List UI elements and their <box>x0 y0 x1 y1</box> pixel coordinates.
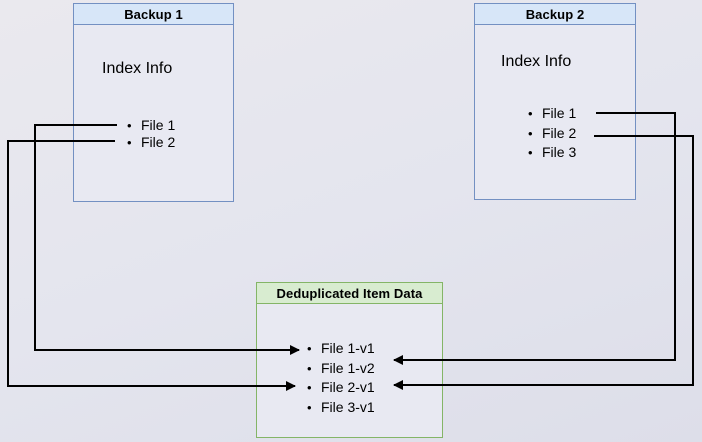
backup2-file-item: File 3 <box>528 143 576 163</box>
deduplicated-item-data-box: Deduplicated Item Data File 1-v1File 1-v… <box>256 282 443 438</box>
backup1-file-item: File 2 <box>127 134 175 151</box>
backup1-box: Backup 1 Index Info File 1File 2 <box>73 3 234 202</box>
backup2-file-item: File 2 <box>528 124 576 144</box>
dedup-item: File 3-v1 <box>307 398 375 418</box>
backup1-title: Backup 1 <box>74 4 233 25</box>
dedup-title: Deduplicated Item Data <box>257 283 442 304</box>
backup2-subtitle: Index Info <box>501 53 572 70</box>
backup1-file-list: File 1File 2 <box>127 117 175 151</box>
backup2-title: Backup 2 <box>475 4 635 25</box>
backup1-file-item: File 1 <box>127 117 175 134</box>
dedup-item: File 1-v1 <box>307 339 375 359</box>
backup2-box: Backup 2 Index Info File 1File 2File 3 <box>474 3 636 200</box>
backup2-file-item: File 1 <box>528 104 576 124</box>
dedup-item-list: File 1-v1File 1-v2File 2-v1File 3-v1 <box>307 339 375 418</box>
dedup-item: File 1-v2 <box>307 359 375 379</box>
dedup-item: File 2-v1 <box>307 378 375 398</box>
backup1-subtitle: Index Info <box>102 60 173 77</box>
backup2-file-list: File 1File 2File 3 <box>528 104 576 163</box>
